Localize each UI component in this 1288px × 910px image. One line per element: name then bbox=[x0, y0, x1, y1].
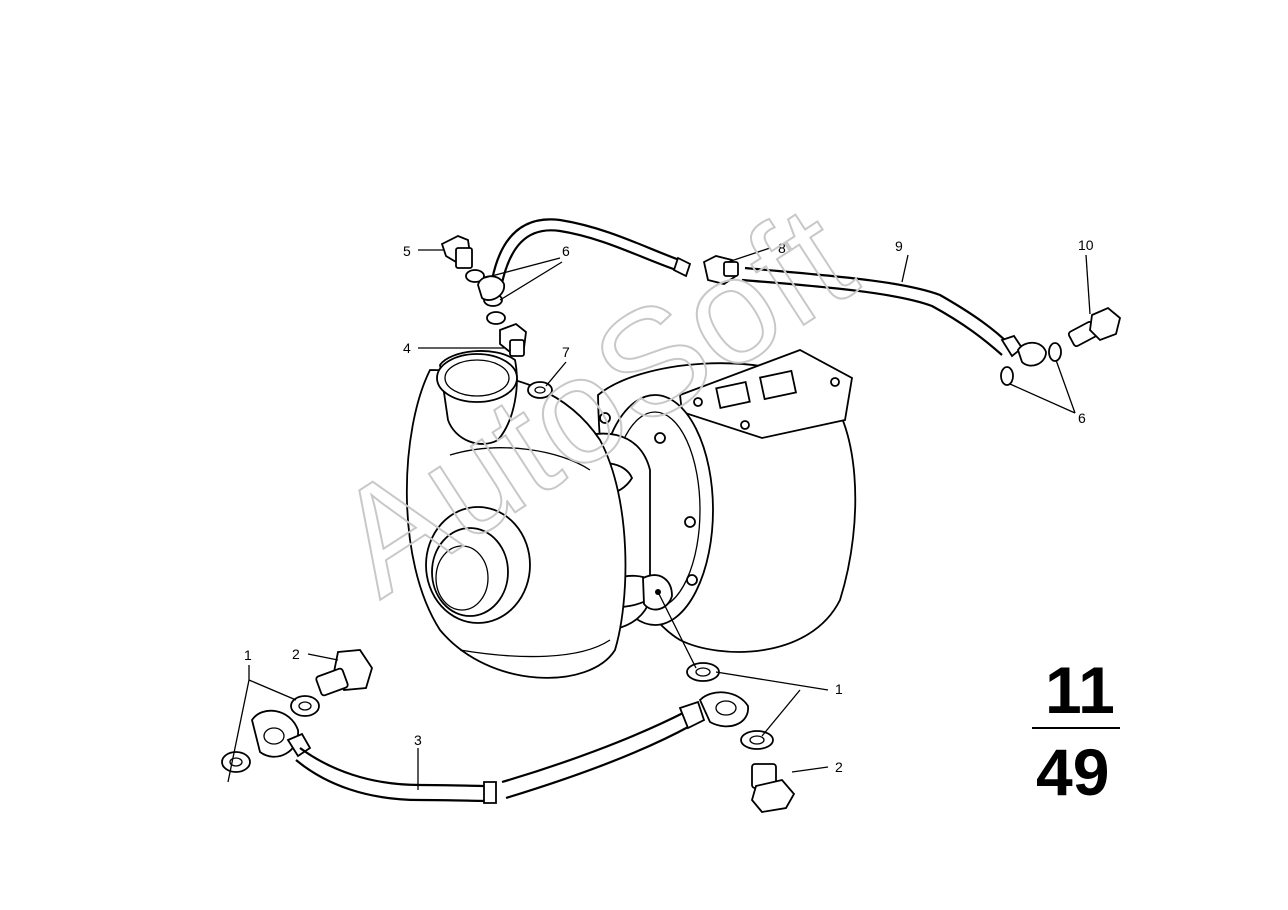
callout-2-right: 2 bbox=[835, 759, 843, 775]
callout-4: 4 bbox=[403, 340, 411, 356]
leader-lines bbox=[227, 247, 1091, 790]
callouts: 5 6 4 7 8 9 10 6 1 2 3 1 2 bbox=[244, 237, 1094, 775]
callout-2-left: 2 bbox=[292, 646, 300, 662]
callout-1-right: 1 bbox=[835, 681, 843, 697]
oil-line-9 bbox=[741, 266, 1122, 386]
callout-6-right: 6 bbox=[1078, 410, 1086, 426]
callout-9: 9 bbox=[895, 238, 903, 254]
callout-5: 5 bbox=[403, 243, 411, 259]
callout-3: 3 bbox=[414, 732, 422, 748]
callout-6-top: 6 bbox=[562, 243, 570, 259]
turbocharger bbox=[405, 349, 857, 679]
oil-feed-line-upper bbox=[440, 218, 739, 399]
page-number: 49 bbox=[1036, 735, 1109, 809]
callout-7: 7 bbox=[562, 344, 570, 360]
callout-1-left: 1 bbox=[244, 647, 252, 663]
oil-return-line-3 bbox=[221, 649, 796, 813]
callout-10: 10 bbox=[1078, 237, 1094, 253]
group-number: 11 bbox=[1045, 653, 1115, 727]
page-reference: 11 49 bbox=[1032, 653, 1120, 809]
callout-8: 8 bbox=[778, 240, 786, 256]
